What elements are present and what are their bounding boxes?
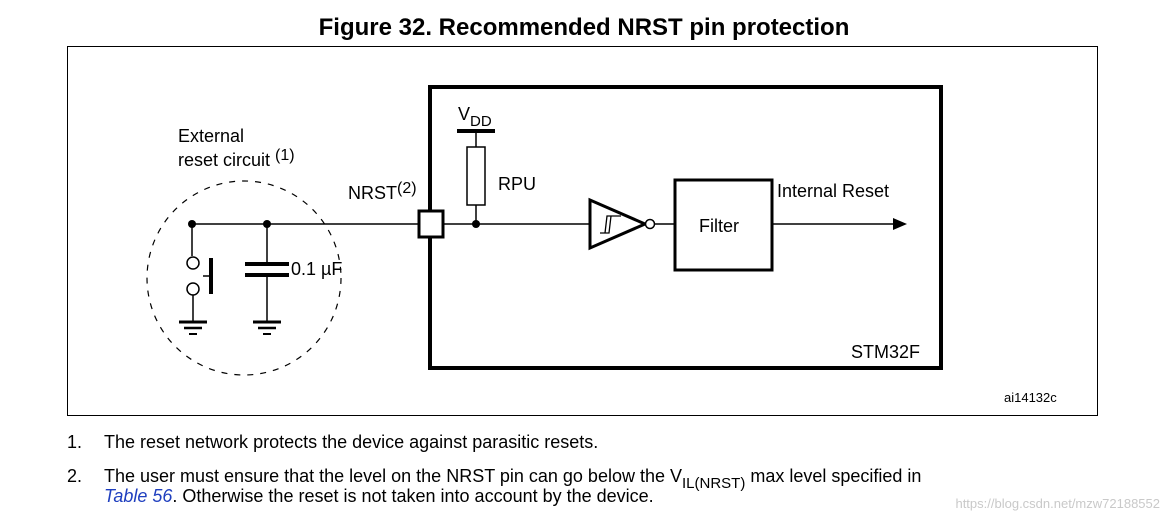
external-circuit-label-2: reset circuit (1): [178, 147, 295, 171]
table-56-link[interactable]: Table 56: [104, 486, 173, 506]
footnote-2-line-1: The user must ensure that the level on t…: [104, 466, 922, 492]
button-contact-bottom: [186, 282, 200, 296]
pull-up-resistor: [466, 146, 486, 206]
ground-icon-button: [179, 320, 207, 335]
filter-block: [673, 178, 774, 272]
internal-reset-label: Internal Reset: [777, 181, 890, 201]
vdd-label: VDD: [458, 104, 492, 130]
ground-icon-cap: [253, 320, 281, 335]
capacitor-value-label: 0.1 µF: [291, 259, 343, 279]
external-circuit-label-1: External: [178, 126, 245, 146]
nrst-text: NRST: [348, 183, 397, 203]
footnote-ref-2: (2): [397, 180, 417, 197]
vdd-subscript: DD: [470, 113, 492, 130]
rpu-label: RPU: [498, 174, 537, 194]
nrst-label: NRST(2): [348, 180, 417, 204]
footnote-2-text-a: The user must ensure that the level on t…: [104, 466, 682, 486]
external-circuit-boundary: [146, 180, 342, 376]
schmitt-trigger-icon: [588, 197, 656, 251]
arrow-right-icon: [893, 218, 907, 230]
vdd-text: V: [458, 104, 471, 124]
chip-name-label: STM32F: [851, 342, 921, 362]
figure-id-label: ai14132c: [1004, 390, 1057, 405]
footnote-2-text-b: max level specified in: [745, 466, 922, 486]
footnote-2-number: 2.: [67, 466, 83, 486]
footnote-2-line-2: Table 56. Otherwise the reset is not tak…: [104, 486, 654, 507]
footnote-1-number: 1.: [67, 432, 83, 452]
nrst-pin: [417, 209, 445, 239]
figure-frame: [67, 46, 1098, 416]
footnote-2-text-c: . Otherwise the reset is not taken into …: [172, 486, 654, 506]
external-circuit-text: reset circuit: [178, 150, 271, 170]
footnote-2-subscript: IL(NRST): [682, 475, 746, 492]
filter-label: Filter: [699, 216, 739, 236]
button-contact-top: [186, 256, 200, 270]
footnote-ref-1: (1): [275, 147, 295, 164]
figure-title: Figure 32. Recommended NRST pin protecti…: [318, 14, 850, 41]
footnote-1-text: The reset network protects the device ag…: [104, 432, 599, 452]
watermark: https://blog.csdn.net/mzw72188552: [955, 496, 1160, 511]
